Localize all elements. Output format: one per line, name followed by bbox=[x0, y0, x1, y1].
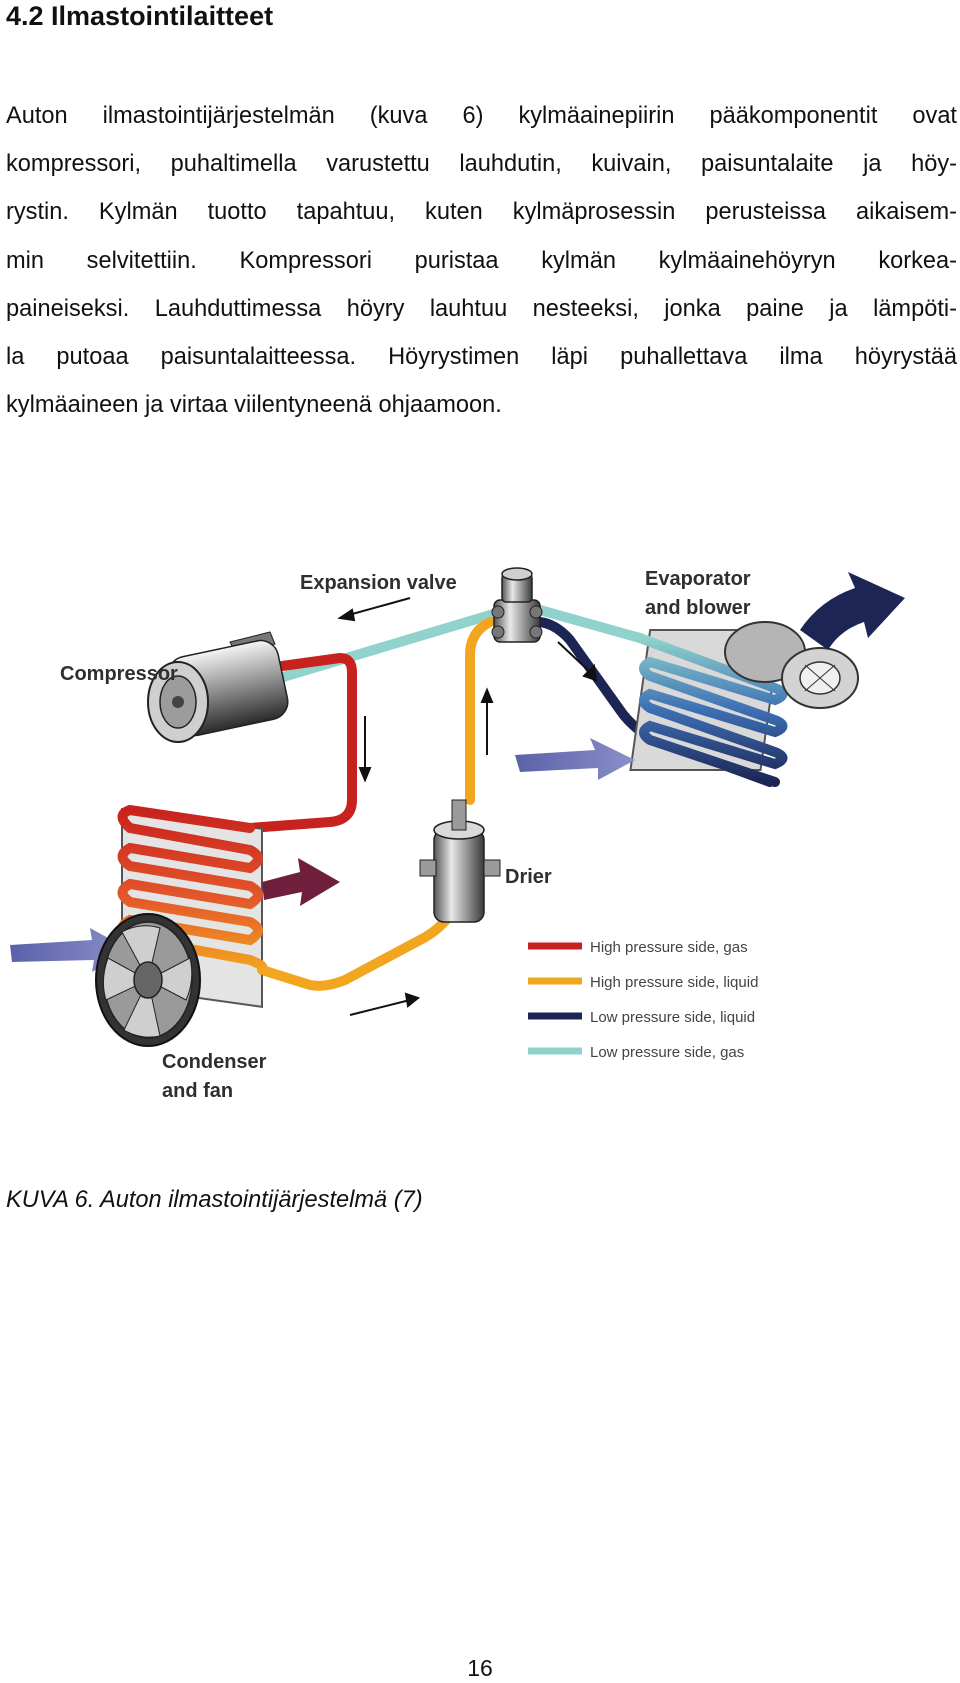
expansion-valve bbox=[491, 567, 543, 643]
air-into-evaporator-arrow bbox=[515, 738, 635, 780]
paragraph-line: la putoaa paisuntalaitteessa. Höyrystime… bbox=[6, 344, 957, 371]
legend-item: High pressure side, liquid bbox=[528, 974, 758, 991]
label-evaporator-1: Evaporator bbox=[645, 568, 751, 590]
label-compressor: Compressor bbox=[60, 663, 178, 685]
evaporator-blower bbox=[724, 621, 859, 709]
flow-arrows bbox=[337, 597, 598, 1016]
label-expansion-valve: Expansion valve bbox=[300, 572, 457, 594]
body-paragraph: Auton ilmastointijärjestelmän (kuva 6) k… bbox=[6, 92, 957, 429]
legend-item: Low pressure side, gas bbox=[528, 1044, 744, 1061]
pipe-high-liquid-1 bbox=[257, 907, 457, 991]
hot-air-arrow bbox=[262, 858, 340, 906]
paragraph-line: kompressori, puhaltimella varustettu lau… bbox=[6, 151, 957, 178]
ac-diagram: Expansion valve Evaporator and blower Co… bbox=[10, 567, 905, 1102]
cold-air-arrow bbox=[800, 572, 905, 650]
component-labels: Expansion valve Evaporator and blower Co… bbox=[60, 568, 751, 1102]
paragraph-line: Auton ilmastointijärjestelmän (kuva 6) k… bbox=[6, 103, 957, 129]
paragraph-line: kylmäaineen ja virtaa viilentyneenä ohja… bbox=[6, 392, 502, 419]
pipe-high-liquid-2 bbox=[465, 617, 495, 805]
legend-item: Low pressure side, liquid bbox=[528, 1009, 755, 1026]
condenser-fan bbox=[95, 913, 201, 1047]
evaporator-coil bbox=[635, 633, 788, 787]
paragraph-line: rystin. Kylmän tuotto tapahtuu, kuten ky… bbox=[6, 199, 957, 226]
label-condenser-1: Condenser bbox=[162, 1051, 267, 1073]
pipe-high-gas bbox=[245, 653, 357, 833]
drier bbox=[419, 799, 501, 923]
legend-label: High pressure side, liquid bbox=[590, 974, 758, 991]
legend-label: High pressure side, gas bbox=[590, 939, 748, 956]
section-heading: 4.2 Ilmastointilaitteet bbox=[6, 1, 274, 31]
ac-system-figure: Expansion valve Evaporator and blower Co… bbox=[0, 560, 960, 1120]
label-evaporator-2: and blower bbox=[645, 597, 751, 619]
legend-item: High pressure side, gas bbox=[528, 939, 748, 956]
legend: High pressure side, gas High pressure si… bbox=[528, 939, 758, 1061]
label-condenser-2: and fan bbox=[162, 1080, 233, 1102]
paragraph-line: paineiseksi. Lauhduttimessa höyry lauhtu… bbox=[6, 295, 957, 322]
compressor bbox=[147, 631, 289, 743]
legend-label: Low pressure side, liquid bbox=[590, 1009, 755, 1026]
figure-caption: KUVA 6. Auton ilmastointijärjestelmä (7) bbox=[6, 1187, 423, 1213]
page-number: 16 bbox=[467, 1655, 493, 1681]
paragraph-line: min selvitettiin. Kompressori puristaa k… bbox=[6, 247, 957, 274]
label-drier: Drier bbox=[505, 866, 552, 888]
legend-label: Low pressure side, gas bbox=[590, 1044, 744, 1061]
